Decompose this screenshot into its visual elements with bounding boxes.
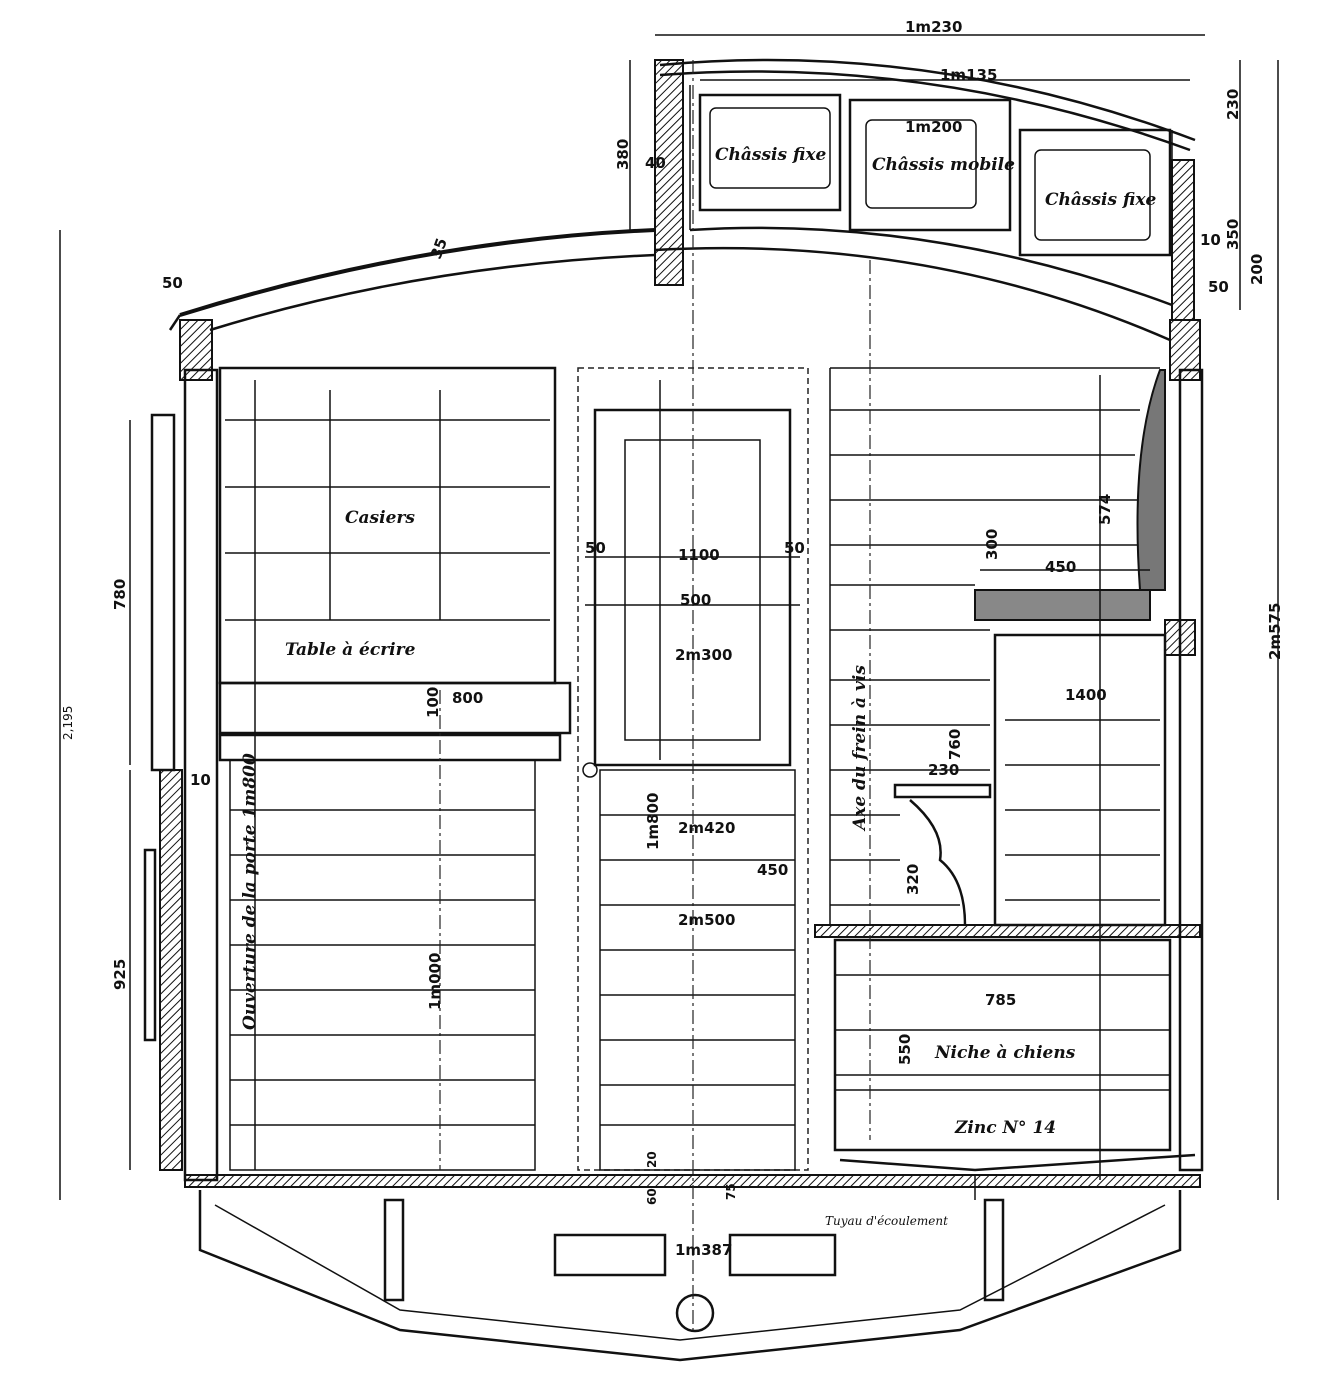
right-compartment bbox=[814, 260, 1201, 1172]
dim-300: 300 bbox=[983, 529, 1001, 560]
dim-top-width: 1m230 bbox=[905, 18, 962, 36]
label-tuyau: Tuyau d'écoulement bbox=[825, 1214, 948, 1228]
dim-925: 925 bbox=[111, 959, 129, 990]
lantern-roof bbox=[654, 58, 1196, 321]
door-handle-icon bbox=[582, 762, 598, 778]
main-roof bbox=[168, 228, 1171, 342]
dim-20: 20 bbox=[645, 1151, 659, 1168]
label-chassis-fixe-left: Châssis fixe bbox=[715, 145, 826, 165]
dim-door-500: 500 bbox=[680, 591, 711, 609]
dim-230b: 230 bbox=[928, 761, 959, 779]
dim-60: 60 bbox=[645, 1188, 659, 1205]
dim-right-height: 2m575 bbox=[1266, 603, 1284, 660]
dimension-values: 1m230 1m135 1m200 380 40 230 350 10 200 … bbox=[61, 18, 1284, 1259]
dim-10b: 10 bbox=[190, 771, 211, 789]
dim-760: 760 bbox=[946, 729, 964, 760]
label-niche: Niche à chiens bbox=[934, 1043, 1076, 1063]
dim-450a: 450 bbox=[757, 861, 788, 879]
dim-785: 785 bbox=[985, 991, 1016, 1009]
dim-75: 75 bbox=[724, 1183, 738, 1200]
label-chassis-mobile: Châssis mobile bbox=[872, 155, 1015, 175]
label-chassis-fixe-right: Châssis fixe bbox=[1045, 190, 1156, 210]
dim-2500: 2m500 bbox=[678, 911, 735, 929]
dim-230: 230 bbox=[1224, 89, 1242, 120]
dim-total-height: 2,195 bbox=[61, 706, 75, 740]
dim-table-100: 100 bbox=[424, 687, 442, 718]
casiers-cabinet bbox=[218, 366, 572, 1171]
dimension-lines bbox=[59, 34, 1279, 1330]
dim-2420: 2m420 bbox=[678, 819, 735, 837]
dim-door-1100: 1100 bbox=[678, 546, 720, 564]
dim-50-left: 50 bbox=[162, 274, 183, 292]
dim-10a: 10 bbox=[1200, 231, 1221, 249]
dim-200: 200 bbox=[1248, 254, 1266, 285]
dim-574: 574 bbox=[1096, 494, 1114, 525]
dim-35: 35 bbox=[427, 236, 451, 262]
label-brake-axis: Axe du frein à vis bbox=[850, 665, 870, 832]
dim-350: 350 bbox=[1224, 219, 1242, 250]
dim-550: 550 bbox=[896, 1034, 914, 1065]
dim-1000: 1m000 bbox=[426, 953, 444, 1010]
dim-lantern-width: 1m135 bbox=[940, 66, 997, 84]
dim-door-50-right: 50 bbox=[784, 539, 805, 557]
label-zinc: Zinc N° 14 bbox=[954, 1118, 1056, 1138]
dim-780: 780 bbox=[111, 579, 129, 610]
dim-450b: 450 bbox=[1045, 558, 1076, 576]
dim-50-right: 50 bbox=[1208, 278, 1229, 296]
dim-table-800: 800 bbox=[452, 689, 483, 707]
dim-lantern-inner: 1m200 bbox=[905, 118, 962, 136]
dim-door-1800: 1m800 bbox=[644, 793, 662, 850]
label-casiers: Casiers bbox=[345, 508, 415, 528]
label-table: Table à écrire bbox=[285, 640, 416, 660]
dim-380: 380 bbox=[614, 139, 632, 170]
dim-40: 40 bbox=[645, 154, 666, 172]
dim-1387: 1m387 bbox=[675, 1241, 732, 1259]
label-door-opening: Ouverture de la porte 1m800 bbox=[240, 753, 260, 1030]
drawing-labels: Châssis fixe Châssis mobile Châssis fixe… bbox=[240, 145, 1156, 1228]
underframe bbox=[198, 1175, 1182, 1362]
dim-door-50-left: 50 bbox=[585, 539, 606, 557]
dim-door-2300: 2m300 bbox=[675, 646, 732, 664]
dim-320: 320 bbox=[904, 864, 922, 895]
dim-1400: 1400 bbox=[1065, 686, 1107, 704]
